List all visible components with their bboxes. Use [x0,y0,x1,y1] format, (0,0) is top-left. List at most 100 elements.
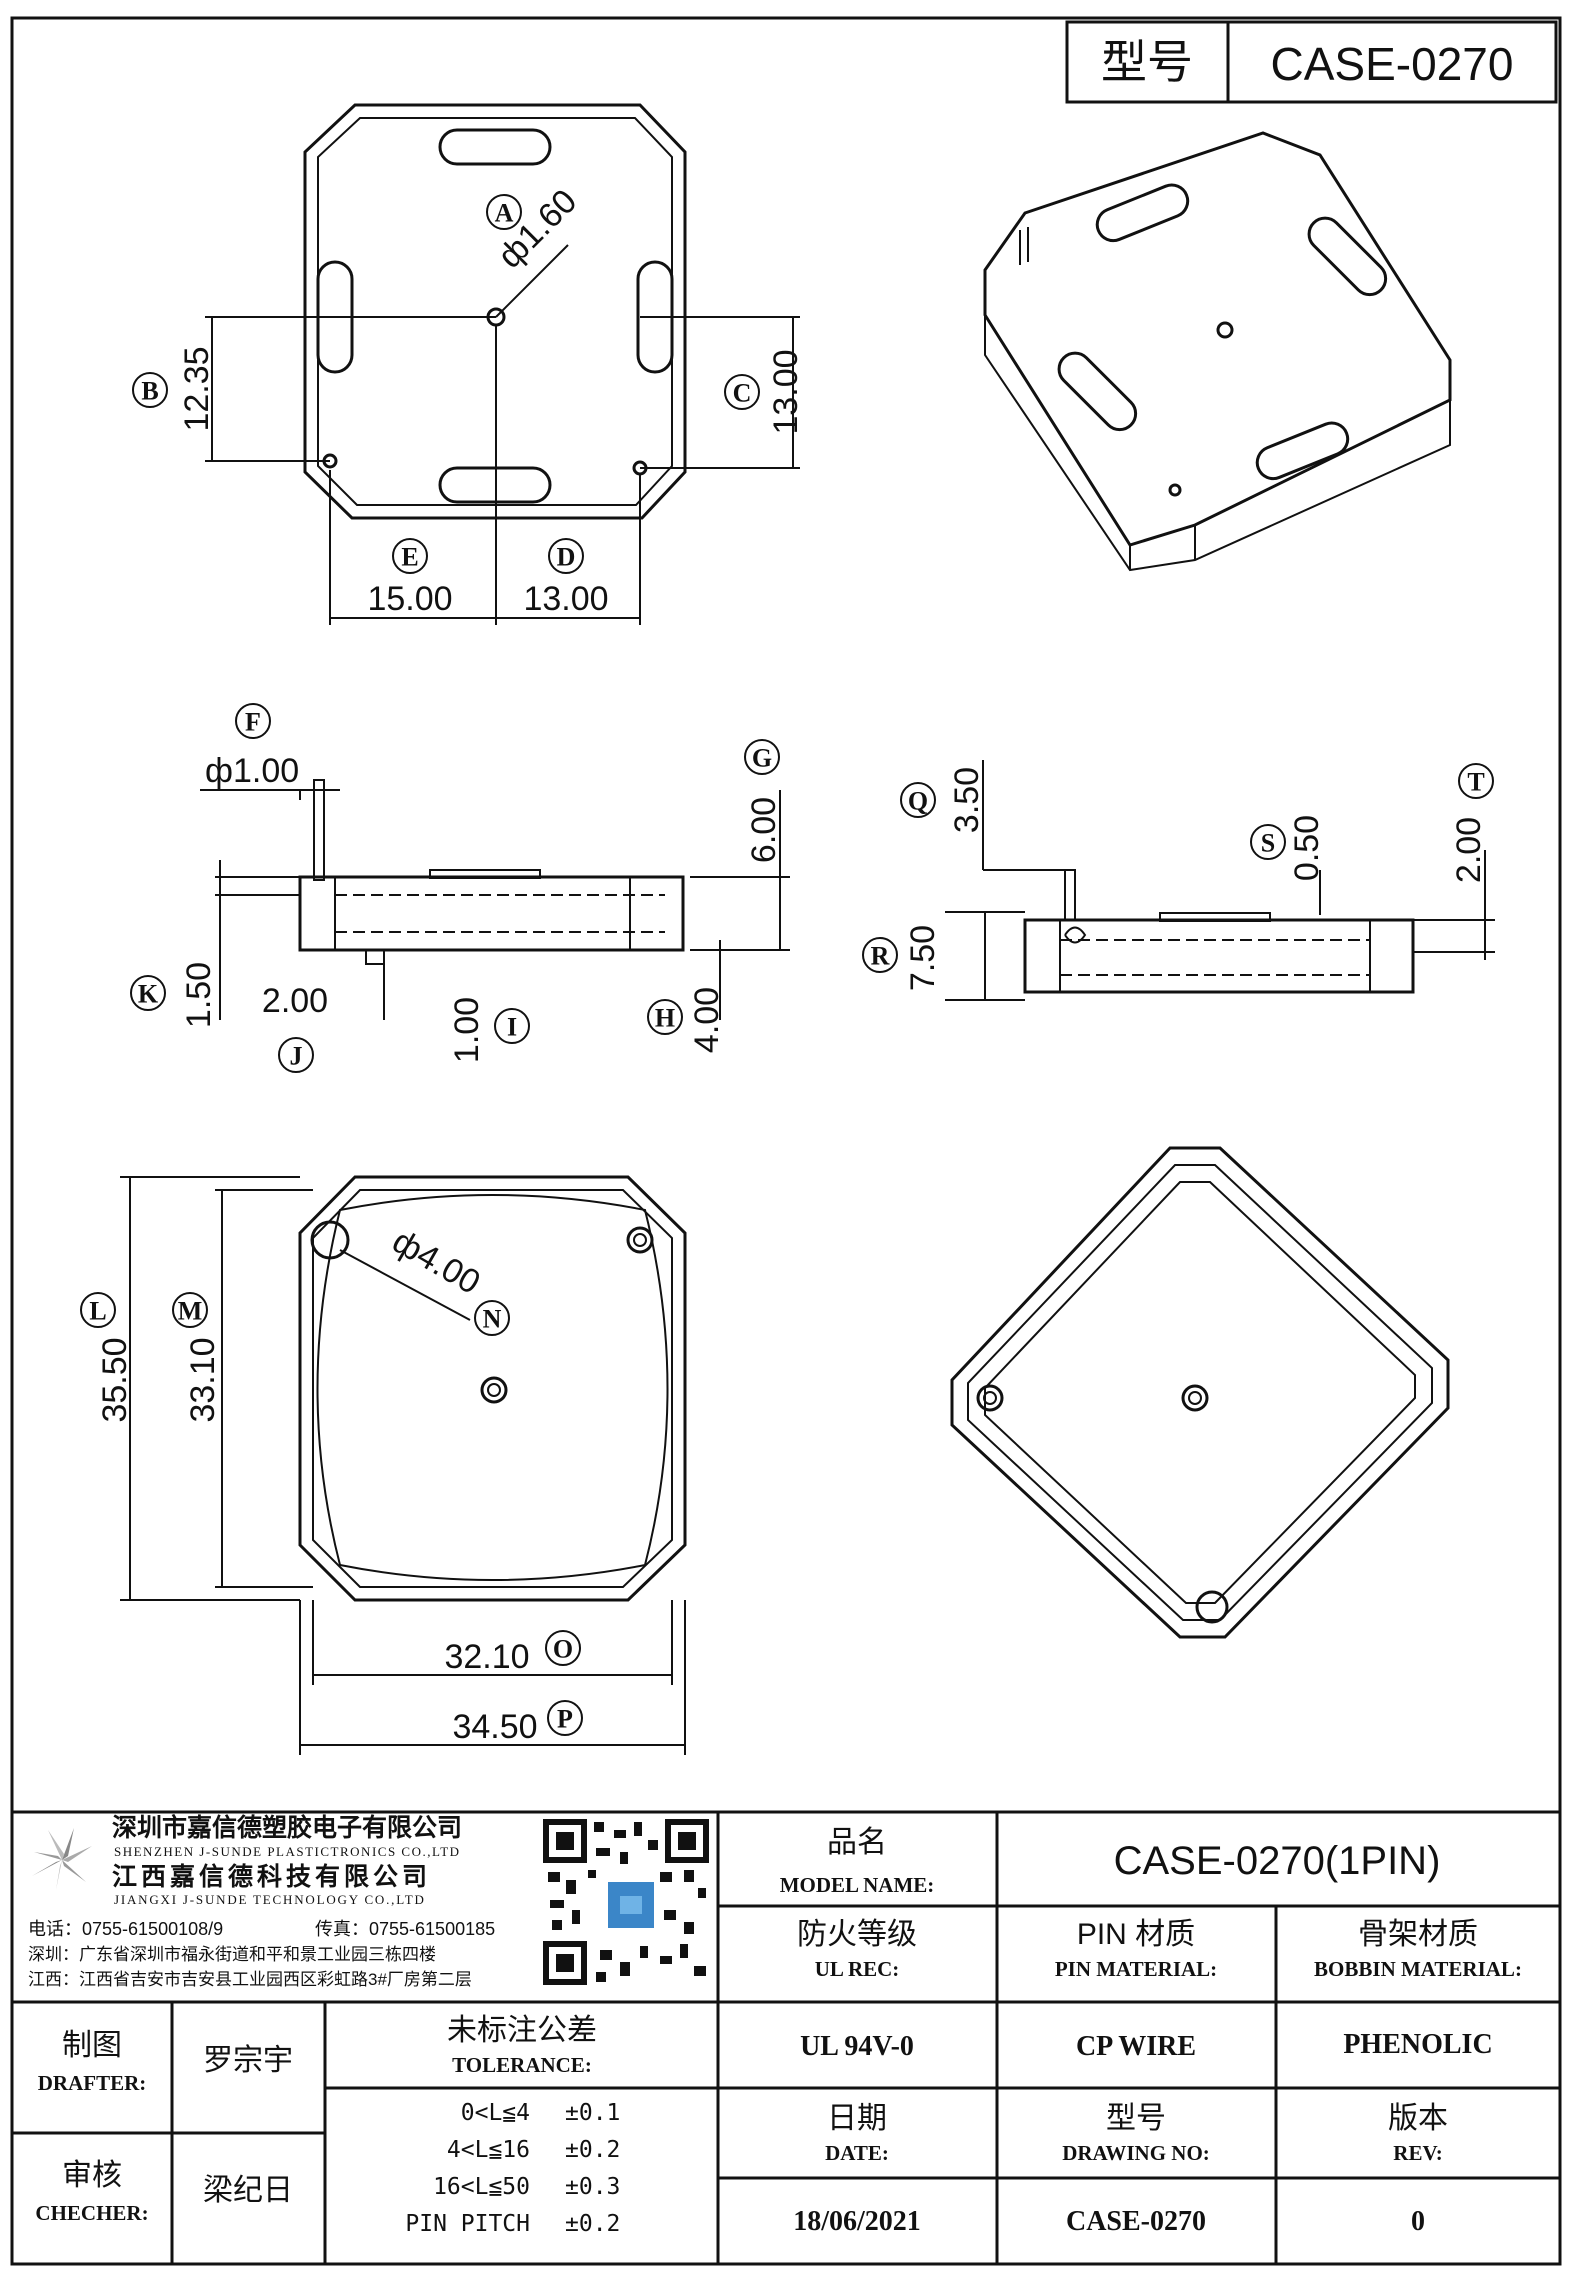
side-body [298,875,685,952]
company-addr-sz: 深圳：广东省深圳市福永街道和平和景工业园三栋四楼 [28,1945,436,1964]
marker-b: B [132,372,168,408]
title-block [12,1810,1560,2264]
svg-text:B: B [141,377,158,406]
bobbin-label-en: BOBBIN MATERIAL: [1314,1957,1522,1981]
iso-slot-1 [1095,183,1190,243]
marker-o: O [545,1630,581,1666]
side-pin [313,779,325,881]
tolerance-range-3: 16<L≦50 [433,2174,530,2200]
header-model-box: 型号 CASE-0270 [1065,20,1558,104]
slot-top [438,128,552,166]
side-foot [365,949,385,965]
bottom-pin-hole [310,1220,350,1260]
side-view-1-dims: ф1.00 6.00 1.50 2.00 1.00 4.00 F G K J I… [130,703,783,1073]
svg-text:F: F [245,708,261,737]
marker-e: E [392,538,428,574]
pin-label-en: PIN MATERIAL: [1055,1957,1217,1981]
marker-l: L [80,1292,116,1328]
dim-o: 32.10 [444,1638,529,1676]
dim-c: 13.00 [767,349,805,434]
marker-p: P [547,1700,583,1736]
bobbin-value: PHENOLIC [1343,2029,1492,2060]
header-model-value: CASE-0270 [1271,38,1514,90]
iso-top-outline [983,131,1452,547]
model-name-value: CASE-0270(1PIN) [1114,1839,1441,1883]
bottom-center-hole [480,1376,508,1404]
side2-slot-top [1159,912,1271,922]
dim-s: 0.50 [1288,815,1326,881]
tolerance-value-3: ±0.3 [565,2174,620,2200]
dim-pin-dia: ф1.00 [205,752,299,790]
svg-text:S: S [1261,829,1275,858]
iso-bottom-inner [984,1181,1416,1604]
title-block-text: 品名 MODEL NAME: CASE-0270(1PIN) 防火等级 UL R… [35,1826,1522,2237]
tolerance-range-4: PIN PITCH [405,2211,530,2237]
checker-name: 梁纪日 [203,2174,293,2207]
bobbin-label-cn: 骨架材质 [1358,1918,1478,1951]
date-value: 18/06/2021 [793,2206,921,2237]
model-name-label-en: MODEL NAME: [780,1873,935,1897]
svg-text:K: K [138,980,159,1009]
side2-body [1023,918,1415,994]
tolerance-value-1: ±0.1 [565,2100,620,2126]
marker-s: S [1250,824,1286,860]
svg-text:D: D [557,543,576,572]
dim-e: 15.00 [367,580,452,618]
dim-l: 35.50 [96,1337,134,1422]
drafter-name: 罗宗宇 [203,2044,293,2077]
marker-r: R [862,937,898,973]
dim-i: 1.00 [448,997,486,1063]
qr-code [540,1818,712,1988]
svg-text:I: I [507,1013,517,1042]
top-view-dims: ф1.60 12.35 13.00 15.00 13.00 A B C E D [132,182,805,618]
svg-text:J: J [290,1042,303,1071]
rev-value: 0 [1411,2206,1425,2237]
side-view-1 [200,779,790,1020]
marker-h: H [647,999,683,1035]
iso-bottom-outer [950,1146,1450,1639]
top-view-inner-outline [317,117,673,506]
marker-k: K [130,975,166,1011]
company-name-sz: 深圳市嘉信德塑胶电子有限公司 [112,1813,462,1842]
side-slot-top [429,869,541,879]
svg-text:A: A [495,199,514,228]
tolerance-label-en: TOLERANCE: [452,2053,592,2077]
marker-q: Q [900,782,936,818]
company-addr-jx: 江西：江西省吉安市吉安县工业园西区彩虹路3#厂房第二层 [28,1970,472,1989]
iso2-center-hole [1181,1384,1209,1412]
svg-text:E: E [401,543,418,572]
rev-label-cn: 版本 [1388,2102,1448,2135]
iso-slot-3 [1057,351,1138,432]
iso-view-bottom [950,1146,1450,1639]
svg-text:R: R [871,942,890,971]
svg-text:T: T [1467,768,1484,797]
bottom-inner-outline [312,1189,673,1588]
marker-t: T [1458,763,1494,799]
company-name-jx-en: JIANGXI J-SUNDE TECHNOLOGY CO.,LTD [114,1892,426,1907]
header-model-label: 型号 [1101,36,1193,88]
drafter-label-en: DRAFTER: [38,2071,147,2095]
svg-text:G: G [752,744,772,773]
marker-g: G [744,739,780,775]
svg-text:L: L [89,1297,106,1326]
iso-pin-hole [1168,483,1182,497]
tolerance-value-2: ±0.2 [565,2137,620,2163]
marker-c: C [724,374,760,410]
drawing-label-en: DRAWING NO: [1062,2141,1210,2165]
iso-center-hole [1216,321,1234,339]
date-label-en: DATE: [825,2141,889,2165]
svg-text:P: P [557,1705,573,1734]
svg-text:N: N [483,1305,502,1334]
marker-j: J [278,1037,314,1073]
company-tel: 电话：0755-61500108/9 [28,1919,223,1939]
bottom-view [120,1175,687,1755]
ul-label-en: UL REC: [815,1957,900,1981]
dim-r: 7.50 [904,925,942,991]
pin-label-cn: PIN 材质 [1077,1918,1195,1951]
dim-h: 4.00 [688,987,726,1053]
side-view-2 [945,760,1495,1001]
drawing-value: CASE-0270 [1066,2206,1206,2237]
top-view [205,103,800,625]
bottom-cavity [316,1194,669,1581]
ul-label-cn: 防火等级 [797,1918,917,1951]
